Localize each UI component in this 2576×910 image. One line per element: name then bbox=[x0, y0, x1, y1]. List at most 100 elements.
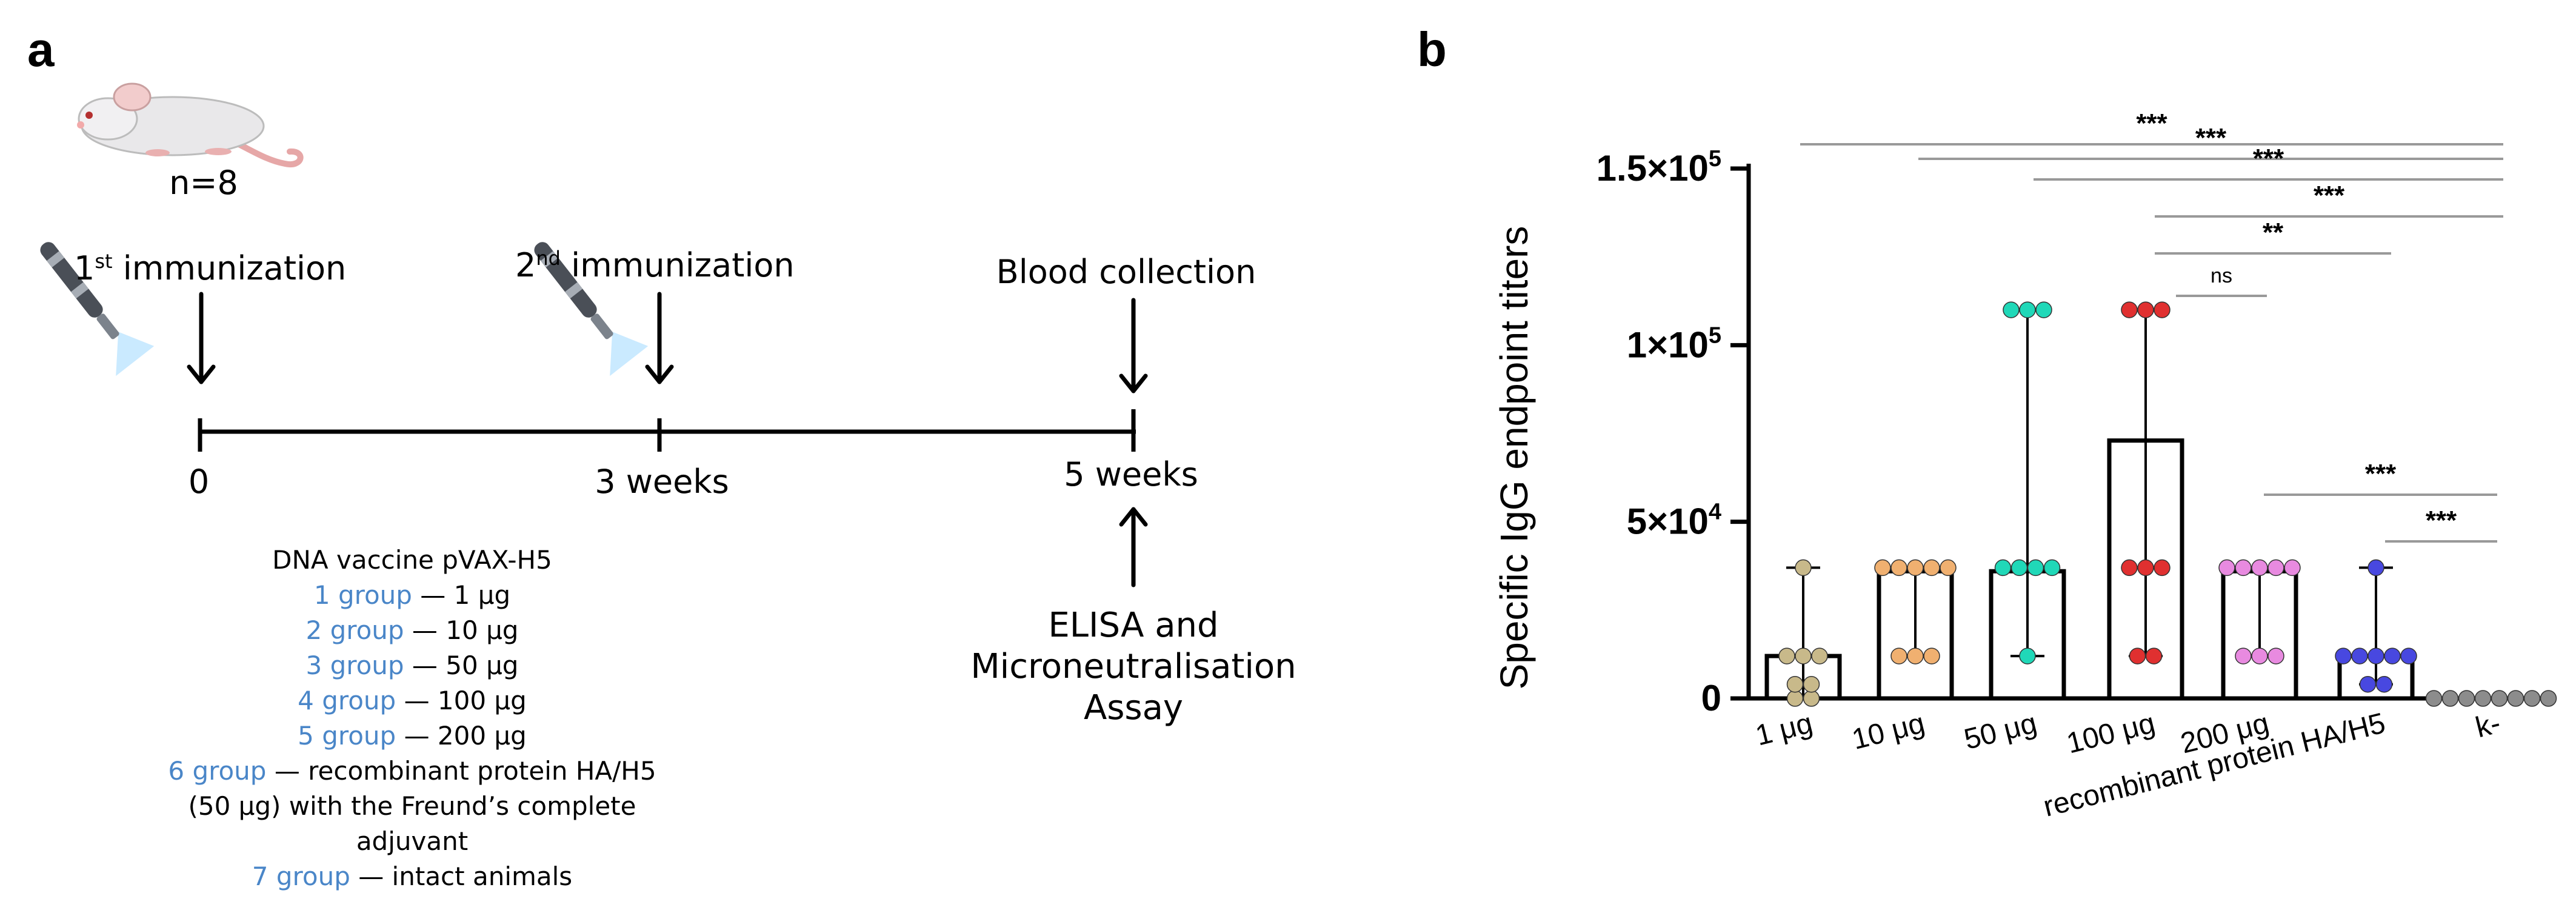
timeline-label: 0 bbox=[188, 463, 210, 501]
data-point bbox=[2400, 647, 2417, 664]
data-point bbox=[1778, 647, 1795, 664]
data-point bbox=[2218, 559, 2235, 577]
significance-label: *** bbox=[2136, 109, 2167, 138]
data-point bbox=[2351, 647, 2368, 664]
data-point bbox=[1994, 559, 2012, 577]
group-line: 1 group — 1 μg bbox=[313, 580, 511, 610]
data-point bbox=[2474, 690, 2492, 707]
significance-label: *** bbox=[2195, 123, 2227, 153]
group-line: 5 group — 200 μg bbox=[298, 721, 527, 751]
significance-label: *** bbox=[2314, 181, 2345, 210]
y-tick-label: 1×105 bbox=[1627, 323, 1721, 365]
assay-line: ELISA and bbox=[1048, 606, 1219, 645]
x-tick-label: 1 μg bbox=[1752, 707, 1815, 752]
assay-line: Assay bbox=[1083, 688, 1184, 728]
data-point bbox=[2284, 559, 2301, 577]
data-point bbox=[1803, 675, 1820, 693]
significance-label: *** bbox=[2253, 144, 2284, 173]
data-point bbox=[2137, 301, 2154, 318]
data-point bbox=[2507, 690, 2524, 707]
data-point bbox=[2540, 690, 2557, 707]
data-point bbox=[1890, 559, 1907, 577]
group-line: adjuvant bbox=[356, 826, 469, 856]
data-point bbox=[2491, 690, 2508, 707]
significance-label: ** bbox=[2263, 218, 2284, 247]
group-line: 4 group — 100 μg bbox=[298, 686, 527, 715]
y-axis-label: Specific IgG endpoint titers bbox=[1492, 226, 1536, 690]
data-point bbox=[2145, 647, 2163, 664]
group-line: 2 group — 10 μg bbox=[305, 615, 519, 645]
data-point bbox=[2375, 675, 2393, 693]
group-line: 6 group — recombinant protein HA/H5 bbox=[168, 756, 656, 786]
data-point bbox=[1923, 559, 1940, 577]
data-point bbox=[1907, 559, 1924, 577]
arrowhead bbox=[187, 364, 216, 384]
mouse-icon bbox=[77, 82, 304, 168]
panel-b-letter: b bbox=[1417, 22, 1447, 76]
blood-collection-label: Blood collection bbox=[996, 253, 1256, 291]
data-point bbox=[2235, 647, 2252, 664]
injector-icon bbox=[40, 242, 155, 376]
data-point bbox=[1811, 647, 1828, 664]
data-point bbox=[2010, 559, 2028, 577]
protocol-list: DNA vaccine pVAX-H5 1 group — 1 μg 2 gro… bbox=[168, 543, 656, 894]
x-tick-label: k- bbox=[2472, 707, 2504, 744]
significance-label: *** bbox=[2365, 459, 2397, 489]
x-tick-label: 100 μg bbox=[2063, 707, 2158, 760]
data-point bbox=[2027, 559, 2044, 577]
data-point bbox=[1795, 647, 1812, 664]
data-point bbox=[2035, 301, 2052, 318]
vaccine-title: DNA vaccine pVAX-H5 bbox=[272, 545, 552, 575]
significance-label: *** bbox=[2426, 506, 2457, 535]
data-point bbox=[2137, 559, 2154, 577]
group-line: 3 group — 50 μg bbox=[305, 651, 519, 680]
data-point bbox=[2019, 647, 2036, 664]
y-tick-label: 0 bbox=[1701, 678, 1721, 718]
data-point bbox=[2154, 559, 2171, 577]
injector-icon bbox=[534, 242, 649, 376]
data-point bbox=[1907, 647, 1924, 664]
data-point bbox=[2458, 690, 2475, 707]
data-point bbox=[2367, 647, 2384, 664]
panel-a-letter: a bbox=[27, 22, 55, 76]
data-point bbox=[1923, 647, 1940, 664]
data-point bbox=[1786, 675, 1804, 693]
data-point bbox=[2235, 559, 2252, 577]
assay-label: ELISA and Microneutralisation Assay bbox=[970, 605, 1296, 729]
x-tick-label: 10 μg bbox=[1849, 707, 1927, 756]
data-point bbox=[2523, 690, 2541, 707]
data-point bbox=[2384, 647, 2401, 664]
data-point bbox=[2441, 690, 2459, 707]
data-point bbox=[2129, 647, 2146, 664]
data-point bbox=[1940, 559, 1957, 577]
data-point bbox=[2121, 301, 2138, 318]
immunization-1-label: 1st immunization bbox=[74, 249, 347, 287]
group-line: 7 group — intact animals bbox=[252, 861, 573, 891]
arrowhead bbox=[645, 364, 674, 384]
group-line: (50 μg) with the Freund’s complete bbox=[188, 791, 636, 821]
data-point bbox=[1795, 559, 1812, 577]
timeline-label: 3 weeks bbox=[595, 463, 729, 501]
data-point bbox=[1786, 690, 1804, 707]
data-point bbox=[2251, 559, 2268, 577]
immunization-2-label: 2nd immunization bbox=[515, 246, 795, 284]
data-point bbox=[2425, 690, 2443, 707]
assay-line: Microneutralisation bbox=[970, 647, 1296, 686]
arrowhead bbox=[1119, 507, 1148, 527]
arrowhead bbox=[1119, 373, 1148, 393]
data-point bbox=[2359, 675, 2377, 693]
data-point bbox=[2335, 647, 2352, 664]
data-point bbox=[1874, 559, 1891, 577]
data-point bbox=[2019, 301, 2036, 318]
data-point bbox=[1803, 690, 1820, 707]
timeline-label: 5 weeks bbox=[1064, 455, 1198, 493]
data-point bbox=[1890, 647, 1907, 664]
data-point bbox=[2043, 559, 2061, 577]
data-point bbox=[2267, 647, 2284, 664]
data-point bbox=[2121, 559, 2138, 577]
data-point bbox=[2003, 301, 2020, 318]
x-tick-label: 50 μg bbox=[1961, 707, 2040, 756]
